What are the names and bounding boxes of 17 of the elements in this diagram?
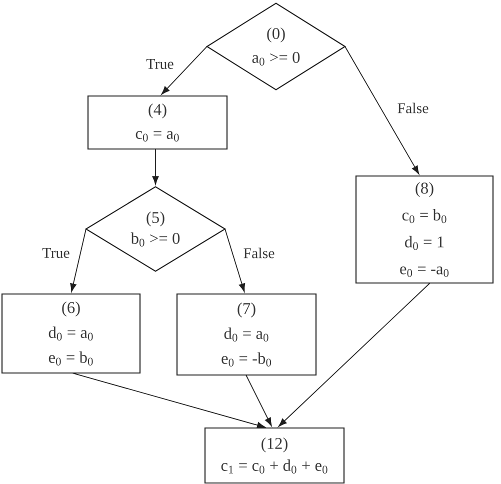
arrow xyxy=(246,374,272,426)
arrow xyxy=(72,372,266,428)
arrow xyxy=(224,228,246,292)
edge-label: False xyxy=(242,246,276,260)
edge-label: True xyxy=(145,58,175,70)
edge-label: True xyxy=(41,247,71,259)
process-box: (7) d$_{0}$ = a$_{0}$ e$_{0}$ = -b$_{0}$ xyxy=(176,293,317,376)
edge-label: False xyxy=(396,102,430,114)
process-box: (6) d$_{0}$ = a$_{0}$ e$_{0}$ = b$_{0}$ xyxy=(1,293,141,374)
arrow xyxy=(344,46,420,174)
arrow xyxy=(278,282,430,427)
arrow xyxy=(152,148,159,185)
process-box: (8) c$_{0}$ = b$_{0}$ d$_{0}$ = 1 e$_{0}$ = -a$_{0}$ xyxy=(355,175,494,284)
process-box: (12) c$_{1}$ = c$_{0}$ + d$_{0}$ + e$_{0}$ xyxy=(204,427,345,484)
process-box: (4) c$_{0}$ = a$_{0}$ xyxy=(87,95,228,150)
arrow xyxy=(161,46,208,95)
arrow xyxy=(70,228,86,292)
